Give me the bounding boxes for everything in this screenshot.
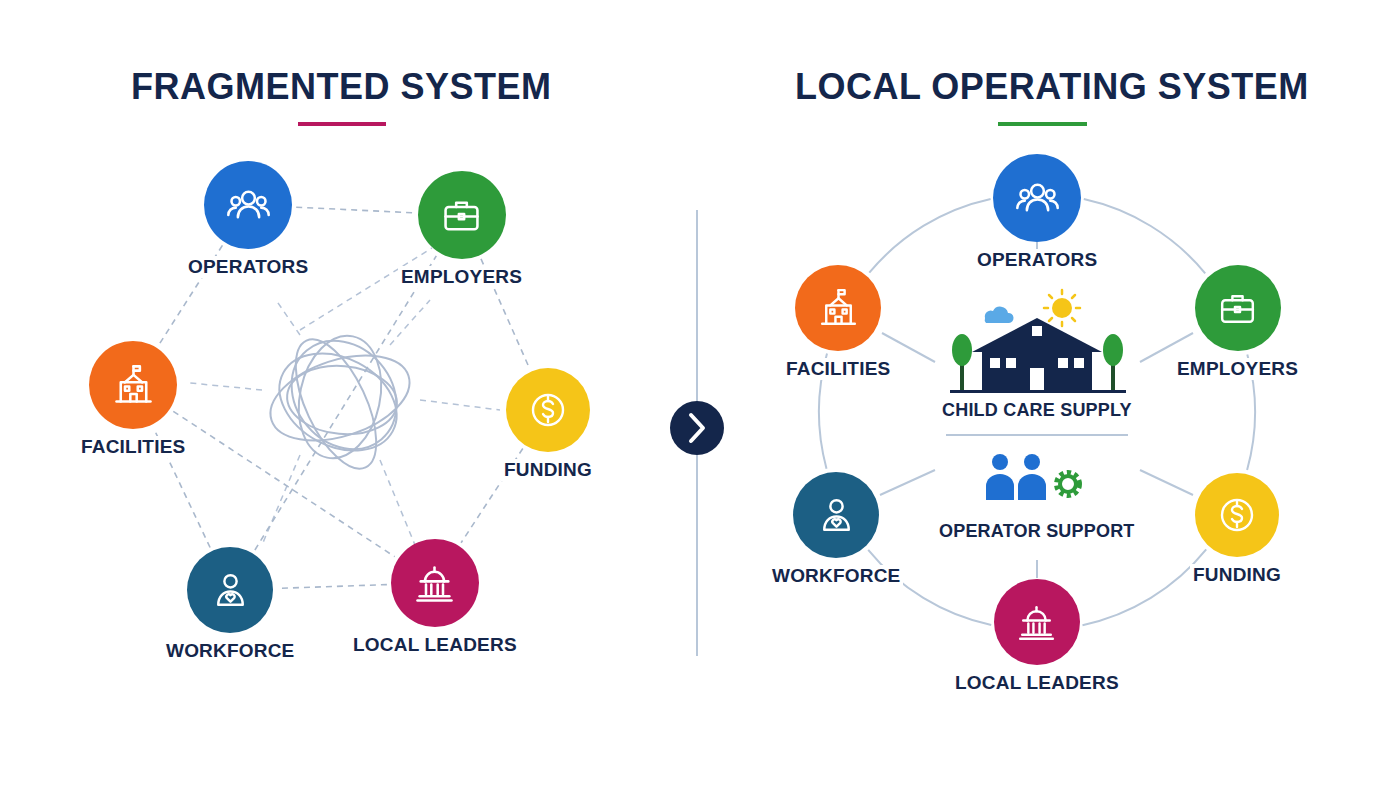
ring-connector [1083, 549, 1207, 625]
node-label: OPERATORS [974, 249, 1100, 271]
node-label: FACILITIES [783, 358, 893, 380]
stakeholder-circle [187, 547, 273, 633]
node-label: FUNDING [501, 459, 595, 481]
stakeholder-node: EMPLOYERS [1174, 265, 1301, 380]
stakeholder-node: FUNDING [1190, 473, 1284, 586]
stakeholder-node: WORKFORCE [163, 547, 297, 662]
node-label: WORKFORCE [163, 640, 297, 662]
hub-spokes [880, 242, 1193, 578]
stakeholder-circle [993, 154, 1081, 242]
briefcase-icon [1213, 284, 1262, 333]
house-illustration [950, 290, 1126, 393]
title-underline [998, 122, 1087, 126]
capitol-icon [1012, 598, 1061, 647]
tangle-spokes [190, 248, 500, 545]
node-label: WORKFORCE [769, 565, 903, 587]
support-icon [986, 454, 1079, 500]
stakeholder-circle [89, 341, 177, 429]
stakeholder-circle [795, 265, 881, 351]
stakeholder-node: WORKFORCE [769, 472, 903, 587]
person-icon [206, 566, 255, 615]
hub-label: OPERATOR SUPPORT [936, 521, 1138, 542]
stakeholder-node: FACILITIES [78, 341, 188, 458]
dashed-connector [255, 256, 436, 550]
stakeholder-node: FUNDING [501, 368, 595, 481]
node-label: FACILITIES [78, 436, 188, 458]
node-label: LOCAL LEADERS [952, 672, 1122, 694]
stakeholder-circle [204, 161, 292, 249]
node-label: EMPLOYERS [398, 266, 525, 288]
stakeholder-circle [1195, 473, 1279, 557]
briefcase-icon [436, 190, 487, 241]
stakeholder-node: LOCAL LEADERS [350, 539, 520, 656]
stakeholder-node: OPERATORS [185, 161, 311, 278]
stakeholder-circle [418, 171, 506, 259]
dollar-icon [1213, 491, 1261, 539]
stakeholder-node: EMPLOYERS [398, 171, 525, 288]
stakeholder-node: OPERATORS [974, 154, 1100, 271]
stakeholder-node: LOCAL LEADERS [952, 579, 1122, 694]
person-icon [812, 491, 861, 540]
node-label: FUNDING [1190, 564, 1284, 586]
title-underline [298, 122, 386, 126]
ring-connector [1084, 199, 1205, 273]
stakeholder-circle [793, 472, 879, 558]
dollar-icon [524, 386, 572, 434]
ring-connector [868, 550, 991, 625]
hub-label: CHILD CARE SUPPLY [939, 400, 1135, 421]
stakeholder-circle [391, 539, 479, 627]
arrow-circle [670, 401, 724, 455]
people-icon [223, 180, 274, 231]
panel-title: FRAGMENTED SYSTEM [128, 66, 555, 108]
stakeholder-node: FACILITIES [783, 265, 893, 380]
tangle-scribble [260, 320, 420, 480]
stakeholder-circle [1195, 265, 1281, 351]
school-icon [108, 360, 159, 411]
stakeholder-circle [506, 368, 590, 452]
stakeholder-circle [994, 579, 1080, 665]
chevron [691, 415, 703, 441]
school-icon [814, 284, 863, 333]
people-icon [1012, 173, 1063, 224]
panel-title: LOCAL OPERATING SYSTEM [792, 66, 1312, 108]
dashed-connector [173, 411, 394, 556]
dashed-connector [296, 207, 413, 213]
node-label: OPERATORS [185, 256, 311, 278]
ring-connector [869, 199, 990, 273]
node-label: EMPLOYERS [1174, 358, 1301, 380]
dashed-connector [277, 585, 387, 589]
capitol-icon [409, 558, 460, 609]
separator-line [946, 434, 1128, 436]
node-label: LOCAL LEADERS [350, 634, 520, 656]
